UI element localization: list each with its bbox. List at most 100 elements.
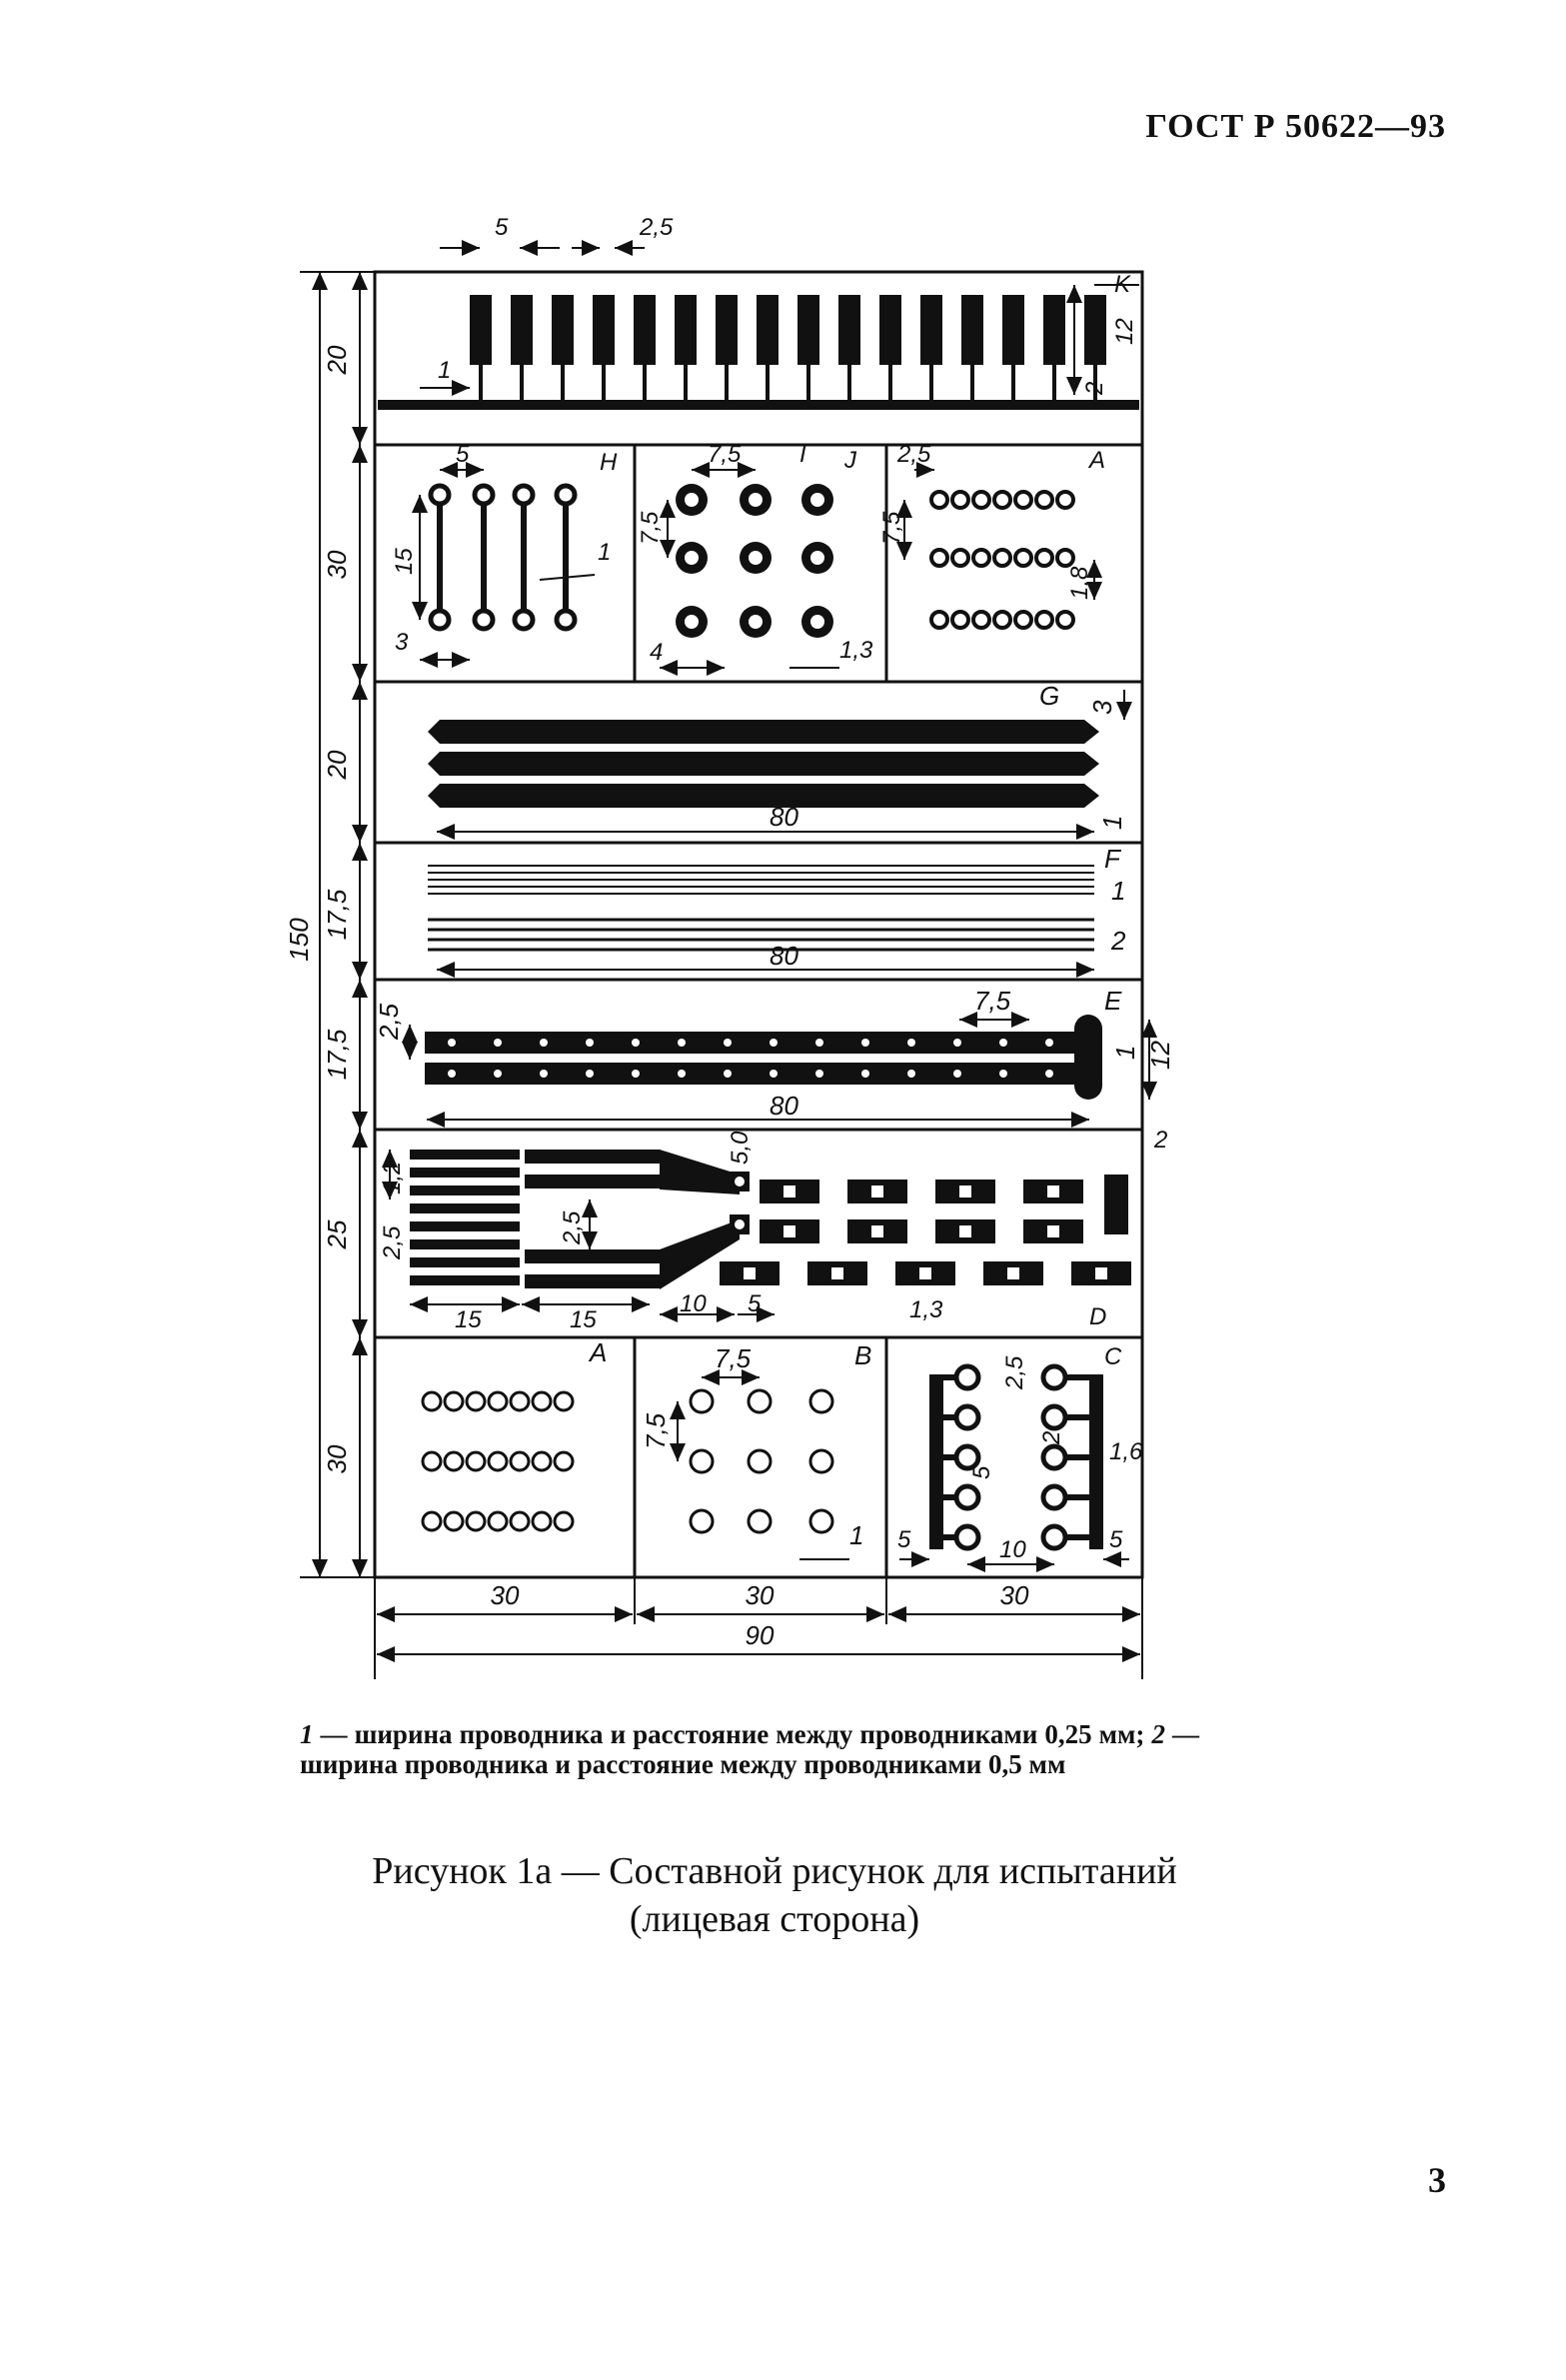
track-hole: [448, 1070, 456, 1078]
pad: [1055, 490, 1075, 510]
dip-pin-lead: [1065, 1414, 1089, 1420]
pad: [465, 1390, 487, 1412]
dim-a-18: 1,8: [1066, 566, 1093, 600]
dim-total-90: 90: [746, 1620, 775, 1650]
dip-pin-right: [1040, 1523, 1068, 1551]
dim-k-gap: 2,5: [639, 214, 674, 241]
pad: [1034, 610, 1054, 630]
dim-c-5c: 5: [1109, 1526, 1123, 1553]
track-hole: [815, 1039, 823, 1047]
pad: [1055, 548, 1075, 568]
label-e: E: [1104, 986, 1122, 1016]
dip-pin-left: [953, 1483, 981, 1511]
connector-finger: [757, 295, 779, 365]
track-hole: [632, 1070, 640, 1078]
connector-finger-lead: [766, 365, 770, 403]
dim-d-13: 1,3: [909, 1296, 943, 1323]
connector-finger-lead: [479, 365, 483, 403]
pad: [443, 1510, 465, 1532]
dim-c-5a: 5: [968, 1465, 995, 1479]
pad: [443, 1390, 465, 1412]
pad: [531, 1510, 553, 1532]
track-hole: [953, 1070, 961, 1078]
track-hole: [632, 1039, 640, 1047]
label-a-bottom: A: [588, 1337, 607, 1367]
dim-d-10: 10: [680, 1290, 707, 1317]
connector-finger: [552, 295, 574, 365]
dim-bottom-30b: 30: [746, 1580, 775, 1610]
pad: [465, 1450, 487, 1472]
connector-finger-lead: [643, 365, 647, 403]
pad: [1013, 548, 1033, 568]
pad: [992, 610, 1012, 630]
pad: [1013, 490, 1033, 510]
dim-h-w: 1: [598, 539, 611, 566]
pad: [929, 490, 949, 510]
section-a-bottom-pads: [421, 1390, 575, 1532]
smd-pad-hole: [919, 1267, 931, 1279]
dim-h-len: 15: [391, 548, 418, 575]
pad: [929, 610, 949, 630]
dim-g-three: 3: [1087, 700, 1117, 715]
connector-finger-lead: [970, 365, 974, 403]
smd-pad: [1104, 1175, 1128, 1234]
pad: [992, 548, 1012, 568]
via-hole: [735, 1177, 745, 1187]
dim-d-50: 5,0: [727, 1131, 754, 1165]
pad: [992, 490, 1012, 510]
dim-e-80: 80: [770, 1091, 798, 1121]
dim-left-17-5b: 17,5: [322, 1029, 352, 1080]
dip-pin-right: [1040, 1403, 1068, 1431]
dip-pin-left: [953, 1403, 981, 1431]
pad: [1013, 610, 1033, 630]
pad: [553, 1390, 575, 1412]
smd-pad-hole: [783, 1225, 795, 1237]
dim-left-17-5: 17,5: [322, 889, 352, 940]
dim-k-pitch: 5: [495, 214, 509, 241]
dim-c-10: 10: [999, 1536, 1026, 1563]
label-g: G: [1039, 681, 1059, 711]
dim-b-1: 1: [849, 1520, 863, 1550]
track-hole: [678, 1070, 686, 1078]
pad: [929, 548, 949, 568]
section-k-connector: [378, 295, 1139, 410]
smd-pad-hole: [1047, 1225, 1059, 1237]
dim-h-pitch: 5: [456, 441, 470, 468]
pad: [509, 1390, 531, 1412]
pad: [553, 1450, 575, 1472]
pad: [421, 1510, 443, 1532]
dim-j-four: 4: [650, 639, 663, 666]
dim-k-len: 5: [1081, 321, 1108, 335]
label-i: I: [799, 441, 806, 468]
track-hole: [861, 1070, 869, 1078]
pad: [531, 1450, 553, 1472]
composite-test-pattern-figure: 20 30 20 17,5 17,5 25 30 150 30 30 30 90…: [284, 214, 1175, 1679]
track-hole: [815, 1070, 823, 1078]
section-g-strips: [428, 720, 1099, 808]
track-hole: [540, 1070, 548, 1078]
smd-pad-hole: [871, 1186, 883, 1197]
dip-pin-right: [1040, 1363, 1068, 1391]
track-hole: [953, 1039, 961, 1047]
smd-pad-hole: [831, 1267, 843, 1279]
connector-finger-lead: [520, 365, 524, 403]
pad: [950, 548, 970, 568]
dim-left-20: 20: [322, 345, 352, 375]
track-hole: [907, 1070, 915, 1078]
connector-finger: [470, 295, 492, 365]
note-marker-2: 2: [1151, 1719, 1165, 1749]
smd-pad-hole: [1007, 1267, 1019, 1279]
dip-pin-lead: [943, 1414, 957, 1420]
section-d-fanout: [410, 1150, 1131, 1289]
track-hole: [724, 1070, 732, 1078]
pad: [443, 1450, 465, 1472]
dim-d-15b: 15: [570, 1306, 597, 1333]
track-hole: [770, 1039, 778, 1047]
connector-finger: [797, 295, 819, 365]
dim-b-75b: 7,5: [641, 1412, 671, 1449]
dim-left-30b: 30: [322, 1444, 352, 1473]
dip-pin-right: [1040, 1443, 1068, 1471]
pad: [971, 610, 991, 630]
connector-finger: [1002, 295, 1024, 365]
dip-pin-left: [953, 1363, 981, 1391]
